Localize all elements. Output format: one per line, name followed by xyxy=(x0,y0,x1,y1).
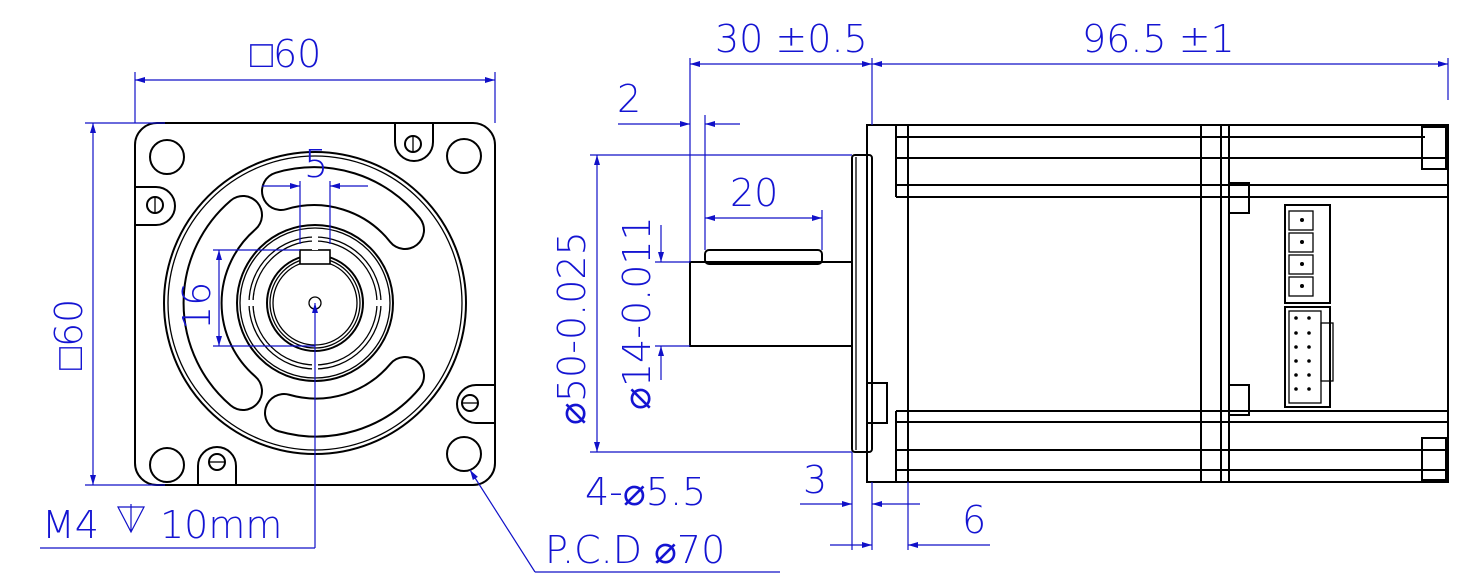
pilot-diameter-dim: ⌀50-0.025 xyxy=(550,231,594,425)
key-height-dim: 16 xyxy=(175,282,219,330)
shaft-key xyxy=(299,249,331,265)
mount-holes-dim: 4-⌀5.5 xyxy=(585,470,706,514)
pilot xyxy=(851,154,873,453)
front-height-dim: □60 xyxy=(47,299,91,370)
side-view: 30 ±0.5 96.5 ±1 2 20 ⌀50-0.025 ⌀14-0.011… xyxy=(550,17,1449,550)
mounting-holes xyxy=(149,138,482,483)
key-length-dim: 20 xyxy=(730,171,778,215)
flange-thickness-dim: 6 xyxy=(962,498,986,542)
shaft-offset-dim: 2 xyxy=(617,77,641,121)
key-width-dim: 5 xyxy=(304,142,328,186)
shaft-diameter-dim: ⌀14-0.011 xyxy=(615,216,659,410)
pilot-depth-dim: 3 xyxy=(803,458,827,502)
front-view: □60 □60 5 16 M4 10mm P.C.D ⌀70 xyxy=(40,32,780,573)
flange-length-dim: 30 ±0.5 xyxy=(715,17,868,61)
body-length-dim: 96.5 ±1 xyxy=(1082,17,1235,61)
power-connector xyxy=(1284,204,1331,304)
pcd-label: P.C.D ⌀70 xyxy=(545,528,725,572)
thread-depth: 10mm xyxy=(160,503,282,547)
shaft-keyway xyxy=(704,249,823,265)
body-lines xyxy=(866,125,1448,482)
encoder-connector xyxy=(1284,306,1334,408)
motor-body xyxy=(866,124,1449,483)
shaft xyxy=(689,261,853,347)
screw-tabs xyxy=(136,124,494,484)
thread-label: M4 xyxy=(42,503,99,547)
depth-icon xyxy=(117,504,145,534)
side-dimensions xyxy=(590,58,1449,550)
front-dimensions xyxy=(40,72,780,573)
front-width-dim: □60 xyxy=(250,32,321,76)
